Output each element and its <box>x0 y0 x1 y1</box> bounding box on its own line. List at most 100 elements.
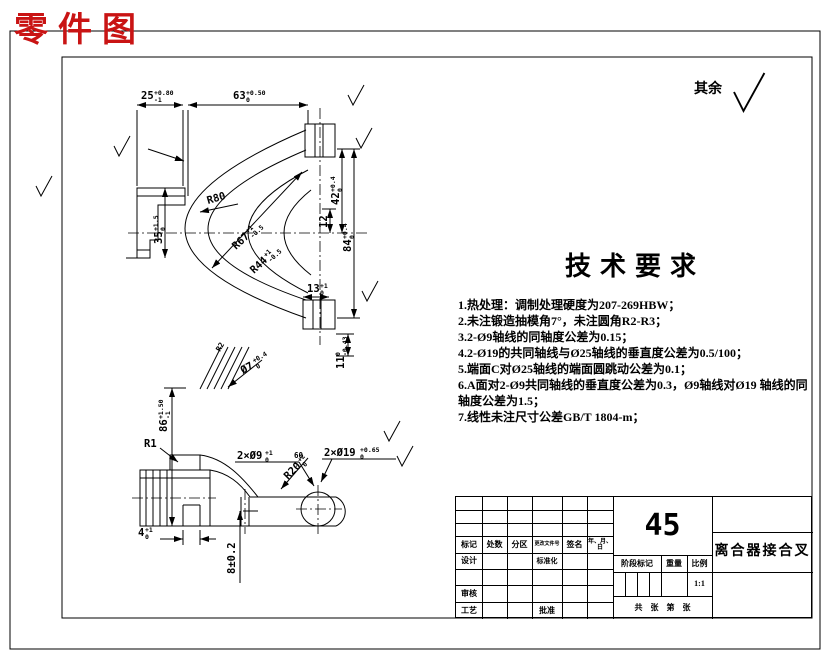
label-scale: 比例 <box>691 558 708 568</box>
svg-text:0: 0 <box>320 289 324 297</box>
svg-text:11: 11 <box>335 356 347 369</box>
finish-check-marks <box>35 72 766 468</box>
svg-text:+0.4: +0.4 <box>329 176 337 192</box>
dim-2xdia19: 2×Ø19+0.650 <box>324 446 380 461</box>
dim-25: 25+0.80-1 <box>141 89 174 104</box>
finish-check-icon <box>113 135 131 158</box>
svg-text:25: 25 <box>141 90 154 102</box>
svg-text:-1: -1 <box>164 411 172 419</box>
svg-text:84: 84 <box>342 239 354 252</box>
tech-line: 5.端面C对Ø25轴线的端面圆跳动公差为0.1； <box>458 362 693 376</box>
svg-text:0: 0 <box>145 533 149 541</box>
svg-text:+1.5: +1.5 <box>152 215 160 231</box>
svg-text:0: 0 <box>246 96 250 104</box>
svg-text:+1: +1 <box>145 526 153 534</box>
svg-text:+1: +1 <box>320 282 328 290</box>
surface-leader <box>147 148 185 162</box>
dim-r1: R1 <box>144 438 157 450</box>
svg-text:0: 0 <box>159 227 167 231</box>
finish-check-icon <box>347 84 365 107</box>
svg-text:+2: +2 <box>296 452 307 463</box>
outer-border-frame <box>9 30 821 650</box>
svg-text:-0.43: -0.43 <box>341 336 349 356</box>
spline-hatch <box>199 346 250 390</box>
lower-boss <box>302 299 336 330</box>
finish-check-icon <box>355 127 373 150</box>
dim-8: 8±0.2 <box>226 542 238 574</box>
material-grade: 45 <box>644 508 681 543</box>
side-view-geometry <box>132 454 346 536</box>
title-block: 标记 处数 分区 更改文件号 签名 年、月、日 设计 标准化 审核 工艺 批准 … <box>455 496 813 619</box>
tech-line: 6.A面对2-Ø9共同轴线的垂直度公差为0.3，Ø9轴线对Ø19 轴线的同轴度公… <box>458 378 808 408</box>
dim-13: 13+10 <box>307 282 328 297</box>
drawing-type-stamp: 零件图 <box>14 12 146 49</box>
svg-text:63: 63 <box>233 90 246 102</box>
tech-requirements-heading: 技术要求 <box>564 252 705 281</box>
svg-text:+0.4: +0.4 <box>341 223 349 239</box>
scale-value: 1:1 <box>694 579 705 588</box>
svg-text:+0.50: +0.50 <box>246 89 266 97</box>
tech-line: 2.未注锻造抽模角7°，未注圆角R2-R3； <box>458 314 668 328</box>
tech-line: 7.线性未注尺寸公差GB/T 1804-m； <box>458 410 645 424</box>
tech-line: 1.热处理：调制处理硬度为207-269HBW； <box>458 298 681 312</box>
svg-text:86: 86 <box>158 419 170 432</box>
svg-text:R1: R1 <box>144 438 157 450</box>
svg-text:R80: R80 <box>206 190 228 207</box>
svg-text:+1: +1 <box>262 248 273 259</box>
finish-check-icon <box>396 445 414 468</box>
svg-text:0: 0 <box>336 188 344 192</box>
dim-2xdia9: 2×Ø9+10 <box>237 449 273 464</box>
dim-r2: R2 <box>214 341 226 353</box>
inner-border-frame <box>61 56 813 619</box>
svg-text:Ø7: Ø7 <box>238 360 256 377</box>
svg-text:60: 60 <box>294 451 304 460</box>
svg-text:12: 12 <box>318 215 330 228</box>
label-date: 年、月、日 <box>587 538 612 551</box>
dim-86: 86+1.50-1 <box>157 399 172 432</box>
label-mark: 标记 <box>461 539 477 549</box>
svg-text:R2: R2 <box>214 341 226 353</box>
tech-line: 3.2-Ø9轴线的同轴度公差为0.15； <box>458 330 634 344</box>
sheets-row: 共 张 第 张 <box>634 602 691 612</box>
dim-4: 4+10 <box>138 526 153 541</box>
dim-60: 60 <box>294 451 304 460</box>
label-standardization: 标准化 <box>536 556 558 565</box>
label-change-file: 更改文件号 <box>534 542 560 547</box>
label-stage-mark: 阶段标记 <box>621 558 653 568</box>
svg-text:+0.65: +0.65 <box>360 446 380 454</box>
svg-text:0: 0 <box>301 460 309 468</box>
surplus-finish-check-icon <box>733 72 766 114</box>
top-view-dimensions <box>126 102 360 388</box>
technical-requirements: 技术要求 1.热处理：调制处理硬度为207-269HBW； 2.未注锻造抽模角7… <box>458 246 812 425</box>
finish-check-icon <box>361 280 379 303</box>
surplus-roughness-label: 其余 <box>694 82 722 97</box>
label-design: 设计 <box>461 556 477 565</box>
svg-text:4: 4 <box>138 527 144 539</box>
dim-dia7: Ø7+0.40 <box>238 350 269 377</box>
side-view-dimensions <box>159 387 396 583</box>
label-count: 处数 <box>486 539 503 549</box>
label-weight: 重量 <box>666 558 682 568</box>
svg-text:35: 35 <box>153 231 165 244</box>
svg-text:2×Ø19: 2×Ø19 <box>324 447 356 459</box>
dim-12: 12 <box>318 215 330 228</box>
arm-curve <box>199 454 259 498</box>
svg-text:-1: -1 <box>154 96 162 104</box>
svg-text:+0.4: +0.4 <box>251 350 269 365</box>
dim-11: 110-0.43 <box>334 336 349 369</box>
dim-63: 63+0.500 <box>233 89 266 104</box>
label-approve: 批准 <box>539 605 555 615</box>
svg-text:+1: +1 <box>265 449 273 457</box>
part-name: 离合器接合叉 <box>714 544 811 559</box>
svg-text:8±0.2: 8±0.2 <box>226 542 238 574</box>
label-sign: 签名 <box>566 539 583 549</box>
svg-text:42: 42 <box>330 192 342 205</box>
svg-text:2×Ø9: 2×Ø9 <box>237 450 262 462</box>
svg-text:0: 0 <box>265 456 269 464</box>
svg-text:0: 0 <box>334 352 342 356</box>
